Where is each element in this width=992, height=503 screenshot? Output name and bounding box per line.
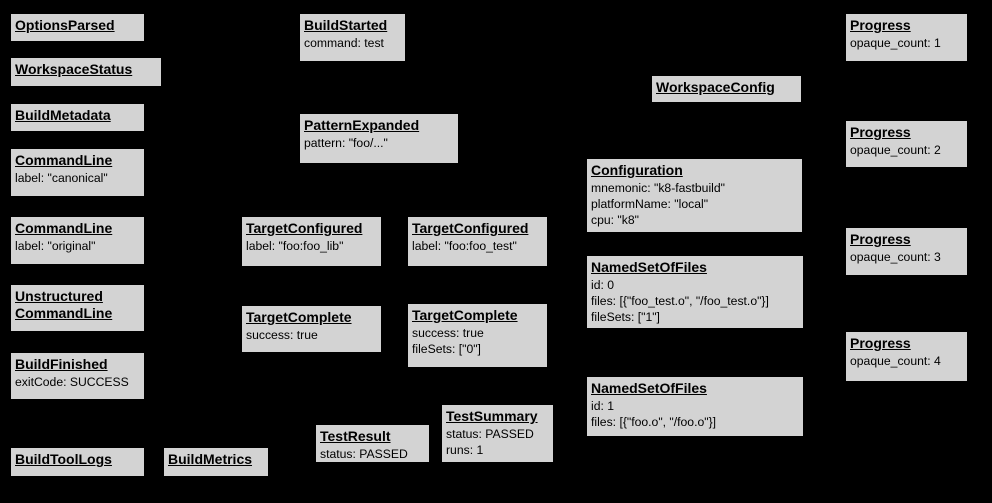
node-title: NamedSetOfFiles bbox=[591, 259, 707, 275]
node-attribute: pattern: "foo/..." bbox=[304, 136, 388, 150]
node-title: TestSummary bbox=[446, 408, 538, 424]
node-attribute: cpu: "k8" bbox=[591, 213, 639, 228]
node-attribute: label: "foo:foo_test" bbox=[412, 239, 517, 253]
node-progress: Progress opaque_count: 1 bbox=[845, 13, 968, 62]
node-title: PatternExpanded bbox=[304, 117, 420, 133]
node-title: TargetConfigured bbox=[246, 220, 363, 236]
node-attribute: runs: 1 bbox=[446, 443, 484, 458]
node-patternexpanded: PatternExpanded pattern: "foo/..." bbox=[299, 113, 459, 164]
node-attribute: command: test bbox=[304, 36, 384, 50]
node-attribute: files: [{"foo.o", "/foo.o"}] bbox=[591, 415, 717, 430]
node-attribute: fileSets: ["0"] bbox=[412, 342, 481, 357]
node-attribute: id: 0 bbox=[591, 278, 615, 292]
node-buildmetrics: BuildMetrics bbox=[163, 447, 269, 477]
node-targetconfigured: TargetConfigured label: "foo:foo_lib" bbox=[241, 216, 382, 267]
node-attribute: opaque_count: 4 bbox=[850, 354, 941, 368]
node-title: Progress bbox=[850, 335, 911, 351]
node-progress: Progress opaque_count: 2 bbox=[845, 120, 968, 168]
node-attribute: files: [{"foo_test.o", "/foo_test.o"}] bbox=[591, 294, 769, 309]
node-title: TestResult bbox=[320, 428, 391, 444]
node-title: BuildFinished bbox=[15, 356, 108, 372]
node-attribute: mnemonic: "k8-fastbuild" bbox=[591, 181, 725, 195]
node-attribute: label: "original" bbox=[15, 239, 96, 253]
node-title: Unstructured CommandLine bbox=[15, 288, 113, 322]
node-attribute: fileSets: ["1"] bbox=[591, 310, 660, 325]
node-configuration: Configuration mnemonic: "k8-fastbuild" pl… bbox=[586, 158, 803, 233]
node-title: WorkspaceStatus bbox=[15, 61, 133, 77]
node-attribute: status: PASSED bbox=[446, 427, 534, 441]
node-title: BuildMetrics bbox=[168, 451, 253, 467]
node-attribute: opaque_count: 2 bbox=[850, 143, 941, 157]
node-title: NamedSetOfFiles bbox=[591, 380, 707, 396]
node-buildfinished: BuildFinished exitCode: SUCCESS bbox=[10, 352, 145, 400]
node-targetcomplete: TargetComplete success: true bbox=[241, 305, 382, 353]
node-commandline: CommandLine label: "original" bbox=[10, 216, 145, 265]
node-title: TargetComplete bbox=[246, 309, 352, 325]
node-attribute: platformName: "local" bbox=[591, 197, 709, 212]
node-workspacestatus: WorkspaceStatus bbox=[10, 57, 162, 87]
node-title: Progress bbox=[850, 124, 911, 140]
node-attribute: success: true bbox=[412, 326, 484, 340]
node-targetcomplete: TargetComplete success: true fileSets: ["… bbox=[407, 303, 548, 368]
node-progress: Progress opaque_count: 3 bbox=[845, 227, 968, 276]
node-title: Progress bbox=[850, 17, 911, 33]
node-attribute: label: "foo:foo_lib" bbox=[246, 239, 344, 253]
node-commandline: CommandLine label: "canonical" bbox=[10, 148, 145, 197]
node-attribute: opaque_count: 3 bbox=[850, 250, 941, 264]
node-buildmetadata: BuildMetadata bbox=[10, 103, 145, 132]
node-title: TargetConfigured bbox=[412, 220, 529, 236]
node-buildtoollogs: BuildToolLogs bbox=[10, 447, 145, 477]
node-progress: Progress opaque_count: 4 bbox=[845, 331, 968, 382]
node-workspaceconfig: WorkspaceConfig bbox=[651, 75, 802, 103]
node-targetconfigured: TargetConfigured label: "foo:foo_test" bbox=[407, 216, 548, 267]
node-title: Progress bbox=[850, 231, 911, 247]
node-attribute: exitCode: SUCCESS bbox=[15, 375, 129, 389]
node-title: BuildToolLogs bbox=[15, 451, 112, 467]
node-namedsetoffiles: NamedSetOfFiles id: 1 files: [{"foo.o", "… bbox=[586, 376, 804, 437]
node-title: OptionsParsed bbox=[15, 17, 115, 33]
node-testsummary: TestSummary status: PASSED runs: 1 bbox=[441, 404, 554, 463]
node-buildstarted: BuildStarted command: test bbox=[299, 13, 406, 62]
node-title: Configuration bbox=[591, 162, 683, 178]
node-namedsetoffiles: NamedSetOfFiles id: 0 files: [{"foo_test.… bbox=[586, 255, 804, 329]
node-title: CommandLine bbox=[15, 220, 113, 236]
node-title: CommandLine bbox=[15, 152, 113, 168]
node-title: BuildStarted bbox=[304, 17, 388, 33]
node-optionsparsed: OptionsParsed bbox=[10, 13, 145, 42]
node-unstructured-commandline: Unstructured CommandLine bbox=[10, 284, 145, 332]
node-title: TargetComplete bbox=[412, 307, 518, 323]
node-testresult: TestResult status: PASSED bbox=[315, 424, 430, 463]
node-attribute: id: 1 bbox=[591, 399, 615, 413]
node-attribute: status: PASSED bbox=[320, 447, 408, 461]
node-attribute: label: "canonical" bbox=[15, 171, 108, 185]
node-attribute: opaque_count: 1 bbox=[850, 36, 941, 50]
node-attribute: success: true bbox=[246, 328, 318, 342]
node-title: BuildMetadata bbox=[15, 107, 111, 123]
node-title: WorkspaceConfig bbox=[656, 79, 775, 95]
